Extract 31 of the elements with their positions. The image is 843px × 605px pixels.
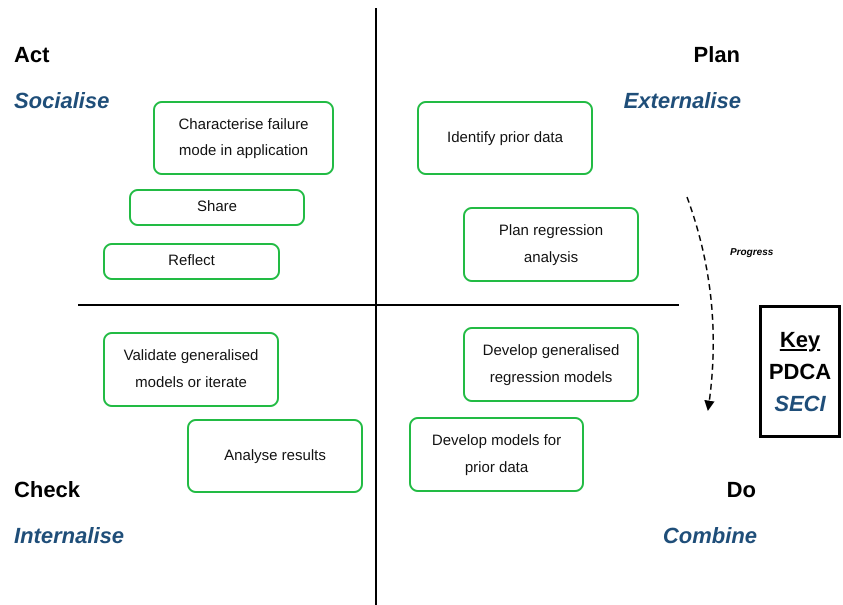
step-text: Identify prior data (447, 128, 563, 148)
step-text: Plan regression analysis (498, 221, 604, 268)
step-text: Share (196, 197, 238, 218)
mode-label: Combine (662, 523, 757, 549)
arrow-label: Progress (730, 247, 774, 258)
mode-label: Socialise (14, 88, 110, 114)
key-heading: Key (780, 326, 820, 352)
process-box (417, 101, 593, 175)
process-box (463, 207, 639, 282)
process-box (153, 101, 334, 175)
phase-label: Check (14, 477, 80, 503)
phase-label: Plan (694, 42, 740, 68)
process-box (103, 243, 280, 280)
step-text: Develop generalised regression models (482, 341, 620, 388)
step-text: Reflect (168, 251, 215, 272)
process-box (129, 189, 305, 226)
mode-label: Externalise (624, 88, 741, 114)
key-entry: SECI (774, 390, 826, 416)
process-box (103, 332, 279, 407)
process-box (187, 419, 363, 493)
step-text: Characterise failure mode in application (177, 114, 310, 161)
key-box (759, 305, 841, 438)
process-box (409, 417, 584, 492)
key-entry: PDCA (768, 358, 832, 384)
process-box (463, 327, 639, 402)
phase-label: Do (726, 477, 756, 503)
step-text: Develop models for prior data (430, 431, 562, 478)
mode-label: Internalise (14, 523, 124, 549)
step-text: Analyse results (224, 446, 326, 466)
phase-label: Act (14, 42, 50, 68)
step-text: Validate generalised models or iterate (122, 346, 260, 392)
